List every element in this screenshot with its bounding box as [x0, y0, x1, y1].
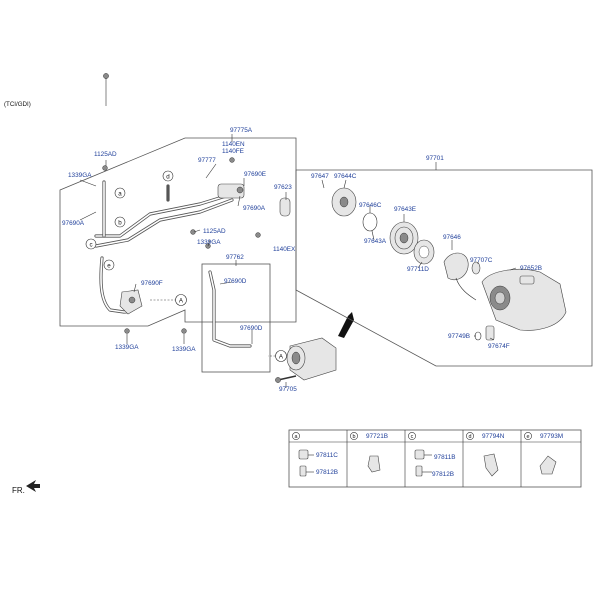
label-1125AD-mid: 1125AD [203, 228, 226, 235]
svg-text:d: d [469, 434, 472, 440]
nut-icon [298, 449, 309, 460]
bracket-fitting-97690F [119, 289, 143, 315]
legend-c-part-1: 97811B [434, 454, 456, 461]
svg-text:A: A [279, 354, 284, 361]
svg-text:e: e [107, 263, 111, 270]
callout-c: c [85, 238, 97, 250]
label-97646: 97646 [443, 234, 461, 241]
legend-a-part-1: 97811C [316, 452, 338, 459]
svg-text:A: A [179, 298, 184, 305]
bolt-1339GA-left [103, 73, 109, 106]
callout-a: a [114, 187, 126, 199]
bolt-icon [299, 465, 307, 477]
legend-table [288, 429, 582, 488]
valve-fitting-97623 [279, 197, 291, 217]
legend-a-part-2: 97812B [316, 469, 338, 476]
callout-b: b [114, 216, 126, 228]
svg-text:c: c [411, 434, 414, 440]
spacer-97707C [471, 261, 481, 275]
nut-icon [414, 449, 425, 460]
label-97711D: 97711D [407, 266, 429, 273]
callout-A-left: A [175, 294, 187, 306]
label-97775A: 97775A [230, 127, 253, 134]
front-arrow-icon [26, 480, 40, 492]
legend-d-part: 97794N [482, 433, 505, 440]
label-1140EN: 1140EN [222, 141, 245, 148]
field-coil [413, 239, 435, 265]
compressor-body-detail [481, 268, 567, 331]
label-97690D-top: 97690D [224, 278, 247, 285]
label-97646C: 97646C [359, 202, 382, 209]
legend-cell-a: a 97811C 97812B [292, 432, 338, 477]
label-1339GA-left: 1339GA [68, 172, 92, 179]
label-1140EX: 1140EX [273, 246, 296, 253]
variant-label: (TCI/GDI) [4, 101, 31, 108]
label-97690A-right: 97690A [243, 205, 266, 212]
label-97749B: 97749B [448, 333, 470, 340]
svg-text:d: d [166, 174, 170, 181]
bracket-icon [483, 453, 499, 477]
label-97777: 97777 [198, 157, 216, 164]
label-97643A: 97643A [364, 238, 387, 245]
snap-ring [362, 212, 378, 232]
label-97705: 97705 [279, 386, 297, 393]
label-97643E: 97643E [394, 206, 416, 213]
label-97690A-left: 97690A [62, 220, 85, 227]
legend-cell-e: e 97793M [524, 432, 563, 475]
label-97707C: 97707C [470, 257, 493, 264]
svg-text:c: c [89, 242, 92, 249]
bolt-1125AD [102, 157, 261, 334]
callout-d: d [162, 170, 174, 182]
label-1140FE: 1140FE [222, 148, 244, 155]
bolt-icon [415, 465, 423, 477]
compressor-assembly [286, 312, 354, 381]
label-1339GA-bottom-mid: 1339GA [172, 346, 196, 353]
svg-text:e: e [527, 434, 530, 440]
svg-text:b: b [353, 434, 356, 440]
legend-cell-d: d 97794N [466, 432, 505, 477]
coil-wire-97646 [443, 252, 477, 301]
label-97701: 97701 [426, 155, 444, 162]
clip-icon [367, 455, 381, 473]
label-97690E: 97690E [244, 171, 266, 178]
label-97690F: 97690F [141, 280, 163, 287]
legend-e-part: 97793M [540, 433, 563, 440]
legend-c-part-2: 97812B [432, 471, 454, 478]
relief-valve-97674F [485, 325, 495, 341]
bolt-97705 [275, 375, 297, 383]
callout-e: e [103, 259, 115, 271]
svg-text:a: a [295, 434, 298, 440]
legend-cell-b: b 97721B [350, 432, 388, 473]
pulley-assembly [389, 221, 419, 255]
label-97652B: 97652B [520, 265, 542, 272]
compressor-detail-frame [295, 169, 593, 367]
label-1339GA-mid: 1339GA [197, 239, 221, 246]
mount-icon [539, 455, 557, 475]
label-97647: 97647 [311, 173, 329, 180]
legend-b-part: 97721B [366, 433, 388, 440]
leader-lines [79, 134, 517, 388]
label-97762: 97762 [226, 254, 244, 261]
label-97674F: 97674F [488, 343, 510, 350]
svg-text:a: a [118, 191, 122, 198]
label-97644C: 97644C [334, 173, 357, 180]
expansion-block-fitting [217, 183, 245, 199]
front-direction-label: FR. [12, 486, 25, 495]
label-1125AD-top: 1125AD [94, 151, 117, 158]
legend-cell-c: c 97811B 97812B [408, 432, 456, 478]
label-1339GA-bottom-left: 1339GA [115, 344, 139, 351]
svg-text:b: b [118, 220, 122, 227]
suction-discharge-hose [94, 180, 252, 348]
label-97690D-bottom: 97690D [240, 325, 263, 332]
label-97623: 97623 [274, 184, 292, 191]
clutch-disc [331, 187, 357, 217]
callout-A-right: A [275, 350, 287, 362]
